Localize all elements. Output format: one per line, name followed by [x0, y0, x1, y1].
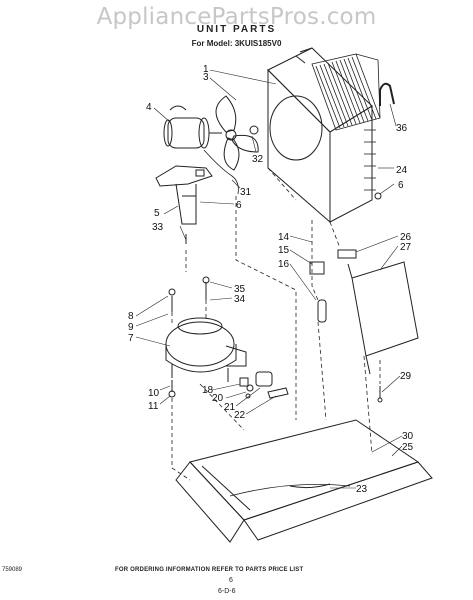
callout-31: 31: [240, 187, 252, 198]
condenser-shroud: [267, 47, 373, 224]
callout-20: 20: [212, 393, 224, 404]
relay-cover: [267, 387, 289, 399]
callout-7: 7: [128, 333, 134, 344]
callout-29: 29: [400, 371, 412, 382]
motor-mount: [155, 165, 213, 225]
condenser-coil: [311, 53, 381, 191]
page-number: 6: [229, 577, 233, 584]
wire-connector: [195, 169, 205, 177]
model-line: For Model: 3KUIS185V0: [191, 39, 282, 48]
thermostat: [337, 249, 357, 259]
capillary-tube: [229, 483, 351, 497]
compressor: [165, 317, 247, 382]
callout-22: 22: [234, 410, 246, 421]
diagram-title: UNIT PARTS: [196, 24, 277, 35]
callout-labels: 1 3 4 32 31 6 5 33 36 24 6 14 15 16 26 2…: [128, 64, 414, 495]
callout-32: 32: [252, 154, 264, 165]
callout-16: 16: [278, 259, 290, 270]
page-code: 6-D-6: [218, 588, 236, 595]
leader-lines: [135, 69, 403, 489]
overload-protector: [239, 377, 249, 387]
u-tube: [379, 82, 395, 106]
drawing-code: 759089: [2, 567, 23, 573]
base-pan: [175, 419, 433, 543]
callout-35: 35: [234, 284, 246, 295]
callout-5: 5: [154, 208, 160, 219]
callout-24: 24: [396, 165, 408, 176]
callout-34: 34: [234, 294, 246, 305]
fan-motor: [163, 105, 222, 149]
assembly-lines: [171, 167, 381, 481]
callout-25: 25: [402, 442, 414, 453]
callout-30: 30: [402, 431, 414, 442]
hardware: [168, 192, 383, 403]
callout-4: 4: [146, 102, 152, 113]
callout-21: 21: [224, 402, 236, 413]
wire-harness: [203, 149, 239, 195]
control-panel: [347, 261, 419, 375]
callout-1: 1: [203, 64, 209, 75]
drier: [317, 299, 327, 323]
fan-blade: [215, 95, 259, 171]
ordering-footer: FOR ORDERING INFORMATION REFER TO PARTS …: [115, 567, 304, 573]
callout-6a: 6: [236, 200, 242, 211]
callout-33: 33: [152, 222, 164, 233]
callout-9: 9: [128, 322, 134, 333]
callout-18: 18: [202, 385, 214, 396]
callout-26: 26: [400, 232, 412, 243]
callout-23: 23: [356, 484, 368, 495]
callout-3: 3: [203, 72, 209, 83]
callout-36: 36: [396, 123, 408, 134]
callout-10: 10: [148, 388, 160, 399]
relay-box: [255, 371, 273, 387]
callout-6b: 6: [398, 180, 404, 191]
callout-15: 15: [278, 245, 290, 256]
watermark: AppliancePartsPros.com: [96, 4, 377, 30]
capacitor: [309, 261, 325, 275]
callout-8: 8: [128, 311, 134, 322]
callout-11: 11: [148, 401, 159, 412]
callout-27: 27: [400, 242, 412, 253]
callout-14: 14: [278, 232, 290, 243]
